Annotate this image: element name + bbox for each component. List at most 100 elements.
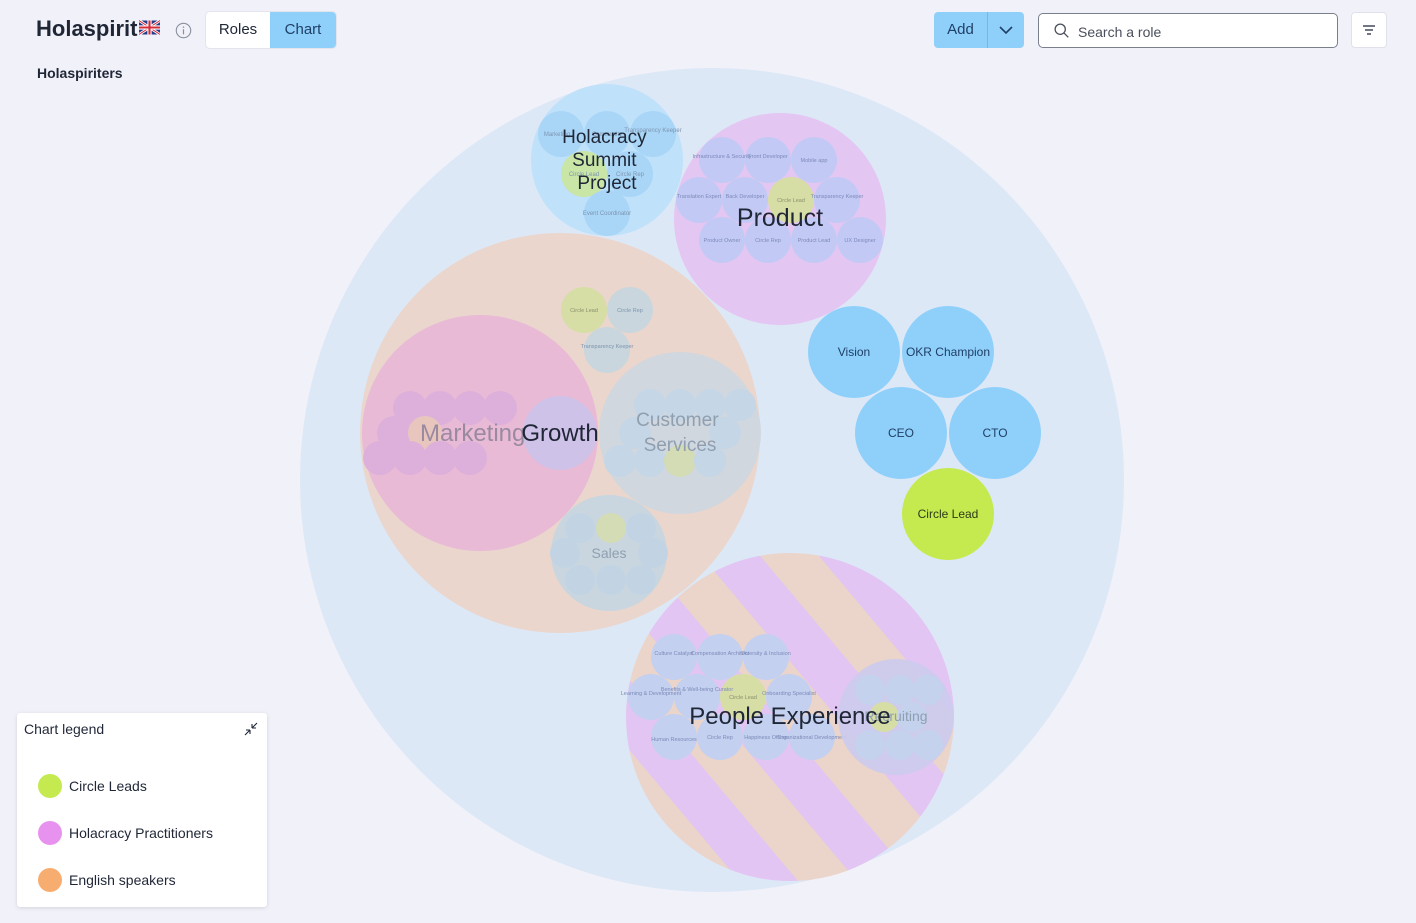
role-bubble[interactable] <box>584 190 630 236</box>
role-bubble[interactable] <box>423 441 457 475</box>
circle-sales[interactable]: Sales <box>550 495 668 611</box>
role-bubble[interactable] <box>694 445 726 477</box>
role-bubble[interactable] <box>694 389 726 421</box>
role-bubble[interactable] <box>768 177 814 223</box>
role-bubble[interactable] <box>596 565 626 595</box>
role-bubble[interactable] <box>607 151 653 197</box>
role-bubble[interactable] <box>743 714 789 760</box>
role-bubble[interactable] <box>837 217 883 263</box>
role-bubble[interactable] <box>676 177 722 223</box>
role-bubble[interactable] <box>561 151 607 197</box>
role-bubble[interactable] <box>913 675 943 705</box>
role-bubble[interactable] <box>651 714 697 760</box>
role-bubble[interactable] <box>483 391 517 425</box>
role-bubble[interactable] <box>855 730 885 760</box>
filter-button[interactable] <box>1351 12 1387 48</box>
breadcrumb[interactable]: Holaspiriters <box>37 65 123 81</box>
role-bubble[interactable] <box>626 513 656 543</box>
role-bubble[interactable] <box>561 287 607 333</box>
role-bubble[interactable] <box>565 513 595 543</box>
role-bubble[interactable] <box>584 327 630 373</box>
role-bubble[interactable] <box>699 217 745 263</box>
circle-customer-services[interactable]: Customer Services <box>599 352 761 514</box>
role-bubble[interactable] <box>628 674 674 720</box>
role-bubble[interactable] <box>638 538 668 568</box>
role-bubble[interactable] <box>453 391 487 425</box>
role-bubble[interactable] <box>630 111 676 157</box>
circle-people-experience[interactable]: Culture Catalyst Compensation Architect … <box>621 553 954 881</box>
role-label: Learning & Development <box>621 691 682 697</box>
role-bubble[interactable] <box>393 441 427 475</box>
role-bubble[interactable] <box>699 137 745 183</box>
role-okr-champion[interactable] <box>902 306 994 398</box>
role-bubble[interactable] <box>453 441 487 475</box>
info-icon[interactable] <box>175 22 192 39</box>
role-bubble[interactable] <box>745 217 791 263</box>
role-bubble[interactable] <box>664 445 696 477</box>
legend-item-english-speakers[interactable]: English speakers <box>38 868 176 892</box>
role-bubble[interactable] <box>897 702 927 732</box>
add-button[interactable]: Add <box>934 12 987 48</box>
legend-item-holacracy-practitioners[interactable]: Holacracy Practitioners <box>38 821 213 845</box>
circle-holacracy-summit-project[interactable]: Marketing Community Transparency Keeper … <box>531 84 683 236</box>
role-bubble[interactable] <box>722 177 768 223</box>
role-bubble[interactable] <box>664 389 696 421</box>
role-bubble[interactable] <box>565 565 595 595</box>
org-name[interactable]: Holaspirit <box>36 16 138 41</box>
role-bubble[interactable] <box>674 674 720 720</box>
role-bubble[interactable] <box>634 389 666 421</box>
role-bubble[interactable] <box>814 177 860 223</box>
role-bubble[interactable] <box>423 391 457 425</box>
role-bubble[interactable] <box>408 416 442 450</box>
uk-flag-icon[interactable] <box>139 20 160 35</box>
role-label: CTO <box>982 426 1007 440</box>
role-bubble[interactable] <box>885 675 915 705</box>
role-bubble[interactable] <box>377 416 411 450</box>
growth-center-bubble[interactable] <box>523 396 597 470</box>
role-bubble[interactable] <box>651 634 697 680</box>
role-bubble[interactable] <box>855 675 885 705</box>
role-bubble[interactable] <box>869 702 899 732</box>
role-vision[interactable] <box>808 306 900 398</box>
role-ceo[interactable] <box>855 387 947 479</box>
tab-chart[interactable]: Chart <box>270 12 336 48</box>
role-bubble[interactable] <box>596 513 626 543</box>
role-label: Circle Lead <box>918 507 979 521</box>
role-cto[interactable] <box>949 387 1041 479</box>
circle-recruiting[interactable]: Recruiting <box>838 659 954 775</box>
role-bubble[interactable] <box>745 137 791 183</box>
role-bubble[interactable] <box>538 111 584 157</box>
role-bubble[interactable] <box>604 445 636 477</box>
role-bubble[interactable] <box>550 538 580 568</box>
role-bubble[interactable] <box>697 634 743 680</box>
circle-growth[interactable]: Circle Lead Circle Rep Transparency Keep… <box>360 233 761 633</box>
circle-marketing[interactable]: Marketing <box>362 315 598 551</box>
role-bubble[interactable] <box>619 417 651 449</box>
role-bubble[interactable] <box>791 217 837 263</box>
add-menu-toggle[interactable] <box>987 12 1024 48</box>
circle-product[interactable]: Infrastructure & Security Front Develope… <box>674 113 886 325</box>
role-bubble[interactable] <box>634 445 666 477</box>
role-bubble[interactable] <box>626 565 656 595</box>
collapse-icon[interactable] <box>242 720 260 738</box>
role-circle-lead[interactable] <box>902 468 994 560</box>
role-bubble[interactable] <box>584 111 630 157</box>
circle-title: Holacracy Summit Project <box>562 127 652 194</box>
role-bubble[interactable] <box>720 674 766 720</box>
role-bubble[interactable] <box>743 634 789 680</box>
role-bubble[interactable] <box>363 441 397 475</box>
role-bubble[interactable] <box>393 391 427 425</box>
role-bubble[interactable] <box>697 714 743 760</box>
role-bubble[interactable] <box>724 389 756 421</box>
role-bubble[interactable] <box>913 730 943 760</box>
search-input[interactable] <box>1076 20 1330 43</box>
role-bubble[interactable] <box>791 137 837 183</box>
legend-item-circle-leads[interactable]: Circle Leads <box>38 774 147 798</box>
role-bubble[interactable] <box>709 417 741 449</box>
role-bubble[interactable] <box>885 730 915 760</box>
tab-roles[interactable]: Roles <box>218 21 258 38</box>
role-bubble[interactable] <box>607 287 653 333</box>
role-bubble[interactable] <box>766 674 812 720</box>
role-bubble[interactable] <box>789 714 835 760</box>
